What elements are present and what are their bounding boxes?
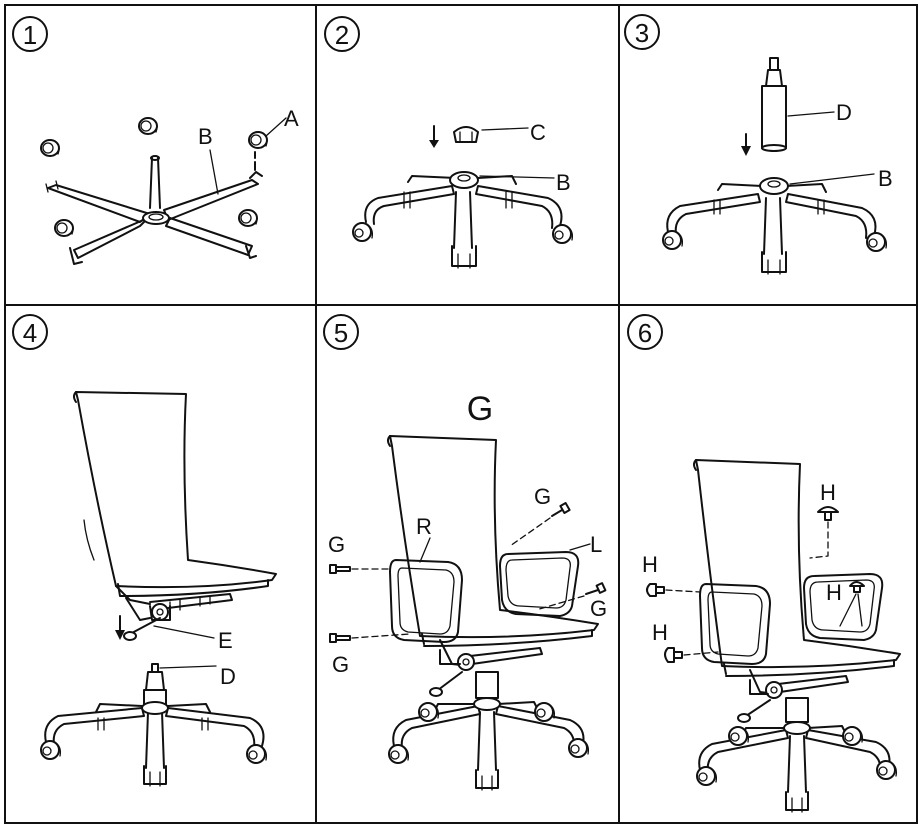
label-e: E xyxy=(218,628,233,653)
leader-line-b3 xyxy=(789,173,875,185)
step-2-label: 2 xyxy=(335,20,349,50)
chair-seat-back xyxy=(73,391,277,621)
caster-wheels-a xyxy=(40,117,268,237)
lever-e xyxy=(123,617,161,641)
panel-step-2: 2 C B xyxy=(324,16,574,269)
down-arrow-head-icon xyxy=(429,140,439,148)
label-c: C xyxy=(530,120,546,145)
step-6-label: 6 xyxy=(638,318,652,348)
leader-line-a xyxy=(265,117,287,137)
label-b2: B xyxy=(556,170,571,195)
leader-line-c xyxy=(481,127,529,131)
label-h-right: H xyxy=(826,580,842,605)
panel-grid xyxy=(4,4,918,824)
armrest-r xyxy=(389,559,463,643)
leader-line-b2 xyxy=(479,175,555,179)
leader-line-l xyxy=(569,543,591,551)
step-5-number: 5 xyxy=(323,314,359,350)
leader-line-r xyxy=(419,537,431,563)
label-g-right-bottom: G xyxy=(590,596,607,621)
step-1-label: 1 xyxy=(23,20,37,50)
armrest-left-installed xyxy=(699,583,771,665)
leader-line-e xyxy=(153,625,215,639)
leader-line-b xyxy=(209,149,219,195)
panel-step-6: 6 xyxy=(627,314,901,813)
step-1-number: 1 xyxy=(12,16,48,52)
gas-lift-d xyxy=(761,57,787,152)
step-4-number: 4 xyxy=(12,314,48,350)
screws-g xyxy=(329,502,607,643)
star-base-b xyxy=(45,155,263,265)
label-h-left-top: H xyxy=(642,552,658,577)
star-base-b-with-casters xyxy=(352,171,574,269)
label-h-left-bottom: H xyxy=(652,620,668,645)
step-2-number: 2 xyxy=(324,16,360,52)
down-arrow-head-icon-3 xyxy=(741,146,751,156)
base-with-gas-lift-d xyxy=(40,663,268,787)
caps-h xyxy=(646,506,865,663)
label-g-left-top: G xyxy=(328,532,345,557)
down-arrow-head-icon-4 xyxy=(115,630,125,640)
step-3-label: 3 xyxy=(635,18,649,48)
leader-line-d4 xyxy=(159,665,217,669)
step-4-label: 4 xyxy=(23,318,37,348)
label-d4: D xyxy=(220,664,236,689)
star-base-b-step-3 xyxy=(662,177,888,275)
label-g-left-bottom: G xyxy=(332,652,349,677)
leader-line-d xyxy=(787,111,835,117)
label-b3: B xyxy=(878,166,893,191)
label-l: L xyxy=(590,532,602,557)
step-6-number: 6 xyxy=(627,314,663,350)
panel-step-3: 3 D B xyxy=(624,14,893,275)
panel-step-4: 4 E xyxy=(12,314,277,787)
label-h-top: H xyxy=(820,480,836,505)
step-5-label: 5 xyxy=(334,318,348,348)
step-3-number: 3 xyxy=(624,14,660,50)
label-a: A xyxy=(284,106,299,131)
label-b: B xyxy=(198,124,213,149)
armrest-l xyxy=(499,551,580,617)
label-r: R xyxy=(416,514,432,539)
panel-step-1: 1 A B xyxy=(12,16,299,265)
label-g-right-top: G xyxy=(534,484,551,509)
label-d: D xyxy=(836,100,852,125)
gas-cap-c xyxy=(453,126,479,143)
chair-step-6 xyxy=(693,459,901,813)
panel-step-5: 5 G xyxy=(323,314,607,791)
screw-heading-g: G xyxy=(467,390,493,428)
armrest-right-installed xyxy=(803,573,884,641)
